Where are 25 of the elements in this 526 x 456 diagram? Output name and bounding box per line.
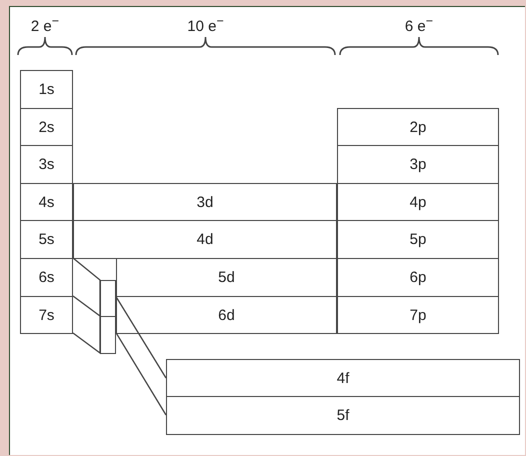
electron-count: 6 e$^{−}$ [404,14,434,35]
orbital-cell: 4p [337,183,499,221]
electron-count: 2 e$^{−}$ [30,14,60,35]
orbital-cell: 7s [20,296,73,334]
orbital-cell: 1s [20,70,73,109]
inset-block [100,316,116,354]
orbital-cell: 5d [116,258,337,297]
inset-block [100,280,116,318]
orbital-cell: 2s [20,108,73,146]
electron-count: 10 e$^{−}$ [187,14,224,35]
orbital-cell: 4f [166,359,520,398]
orbital-cell: 5f [166,396,520,435]
orbital-cell: 5s [20,220,73,259]
orbital-cell: 3s [20,145,73,184]
leader-line [115,296,167,378]
orbital-cell: 2p [337,108,499,146]
orbital-cell: 7p [337,296,499,334]
orbital-cell: 6d [116,296,337,334]
orbital-cell: 3d [73,183,337,221]
orbital-cell: 6p [337,258,499,297]
orbital-cell: 3p [337,145,499,184]
orbital-cell: 5p [337,220,499,259]
orbital-cell: 4s [20,183,73,221]
orbital-cell: 6s [20,258,73,297]
leader-line [115,332,167,416]
